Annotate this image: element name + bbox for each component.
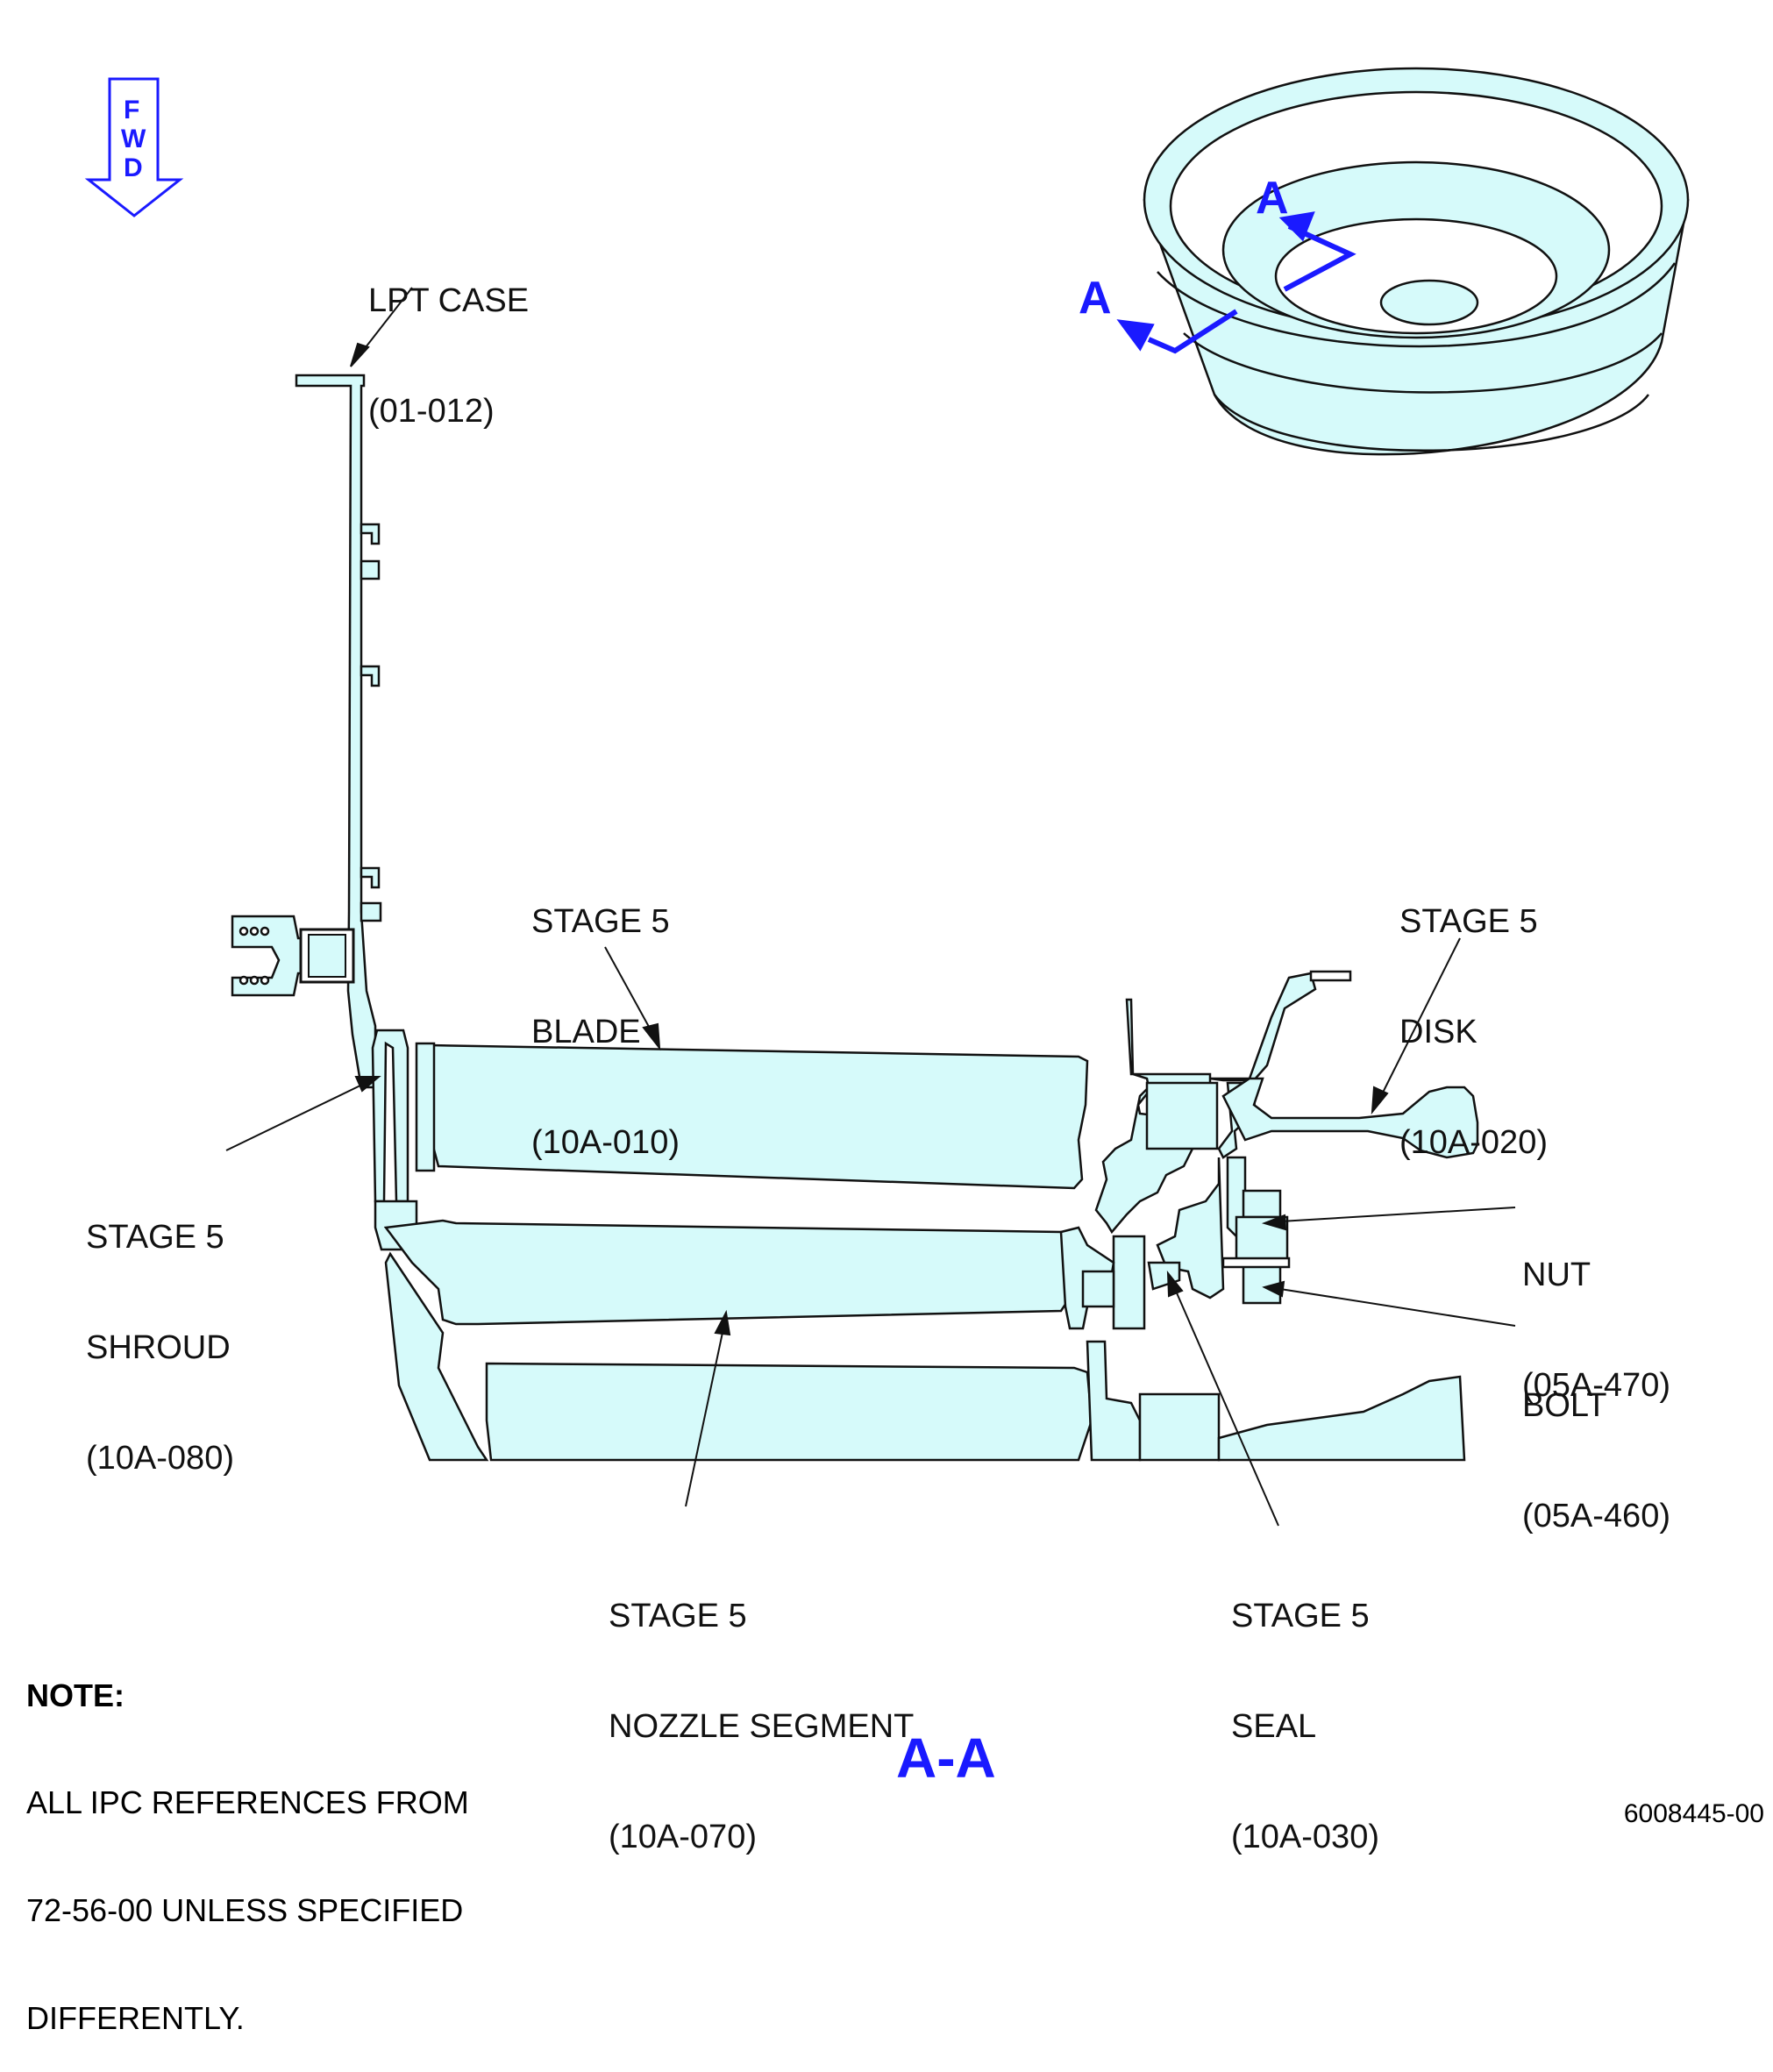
note-body: ALL IPC REFERENCES FROM 72-56-00 UNLESS … <box>26 1712 469 2072</box>
cut-marker-lower: A <box>1079 273 1112 324</box>
callout-disk-ref: (10A-020) <box>1399 1124 1548 1161</box>
callout-seal-ref: (10A-030) <box>1231 1819 1379 1855</box>
leader-lines <box>225 287 1516 1527</box>
callout-stage5-seal: STAGE 5 SEAL (10A-030) <box>1231 1524 1379 1892</box>
callout-bolt-ref: (05A-460) <box>1522 1498 1670 1534</box>
callout-stage5-nozzle-segment: STAGE 5 NOZZLE SEGMENT (10A-070) <box>609 1524 914 1892</box>
stage5-blade-part <box>415 1042 1089 1190</box>
callout-stage5-blade: STAGE 5 BLADE (10A-010) <box>531 830 680 1198</box>
callout-seal-name: SEAL <box>1231 1708 1317 1745</box>
callout-nozzle-name: NOZZLE SEGMENT <box>609 1708 915 1745</box>
callout-bolt-name: BOLT <box>1522 1387 1607 1424</box>
callout-nozzle-stage: STAGE 5 <box>609 1598 747 1634</box>
callout-blade-name: BLADE <box>531 1014 641 1050</box>
callout-nozzle-ref: (10A-070) <box>609 1819 757 1855</box>
callout-nut-name: NUT <box>1522 1257 1591 1293</box>
callout-shroud-name: SHROUD <box>86 1329 231 1366</box>
fwd-letter-d: D <box>124 153 143 182</box>
callout-blade-ref: (10A-010) <box>531 1124 680 1161</box>
callout-nut-ref: (05A-470) <box>1522 1367 1670 1404</box>
figure-number: 6008445-00 <box>1623 1799 1764 1828</box>
note-title: NOTE: <box>26 1677 125 1713</box>
stage5-shroud-part <box>371 1029 418 1251</box>
callout-stage5-disk: STAGE 5 DISK (10A-020) <box>1399 830 1548 1198</box>
callout-shroud-ref: (10A-080) <box>86 1440 234 1477</box>
nut-bolt-part <box>1221 1189 1291 1305</box>
callout-disk-stage: STAGE 5 <box>1399 903 1538 940</box>
callout-blade-stage: STAGE 5 <box>531 903 670 940</box>
callout-lpt-case: LPT CASE (01-012) <box>368 209 529 466</box>
stage5-seal-part <box>1112 1235 1181 1330</box>
callout-lpt-case-ref: (01-012) <box>368 393 495 430</box>
lower-stage-part <box>384 1251 1466 1462</box>
section-title: A-A <box>896 1727 996 1790</box>
callout-lpt-case-name: LPT CASE <box>368 282 530 319</box>
callout-bolt: BOLT (05A-460) <box>1522 1314 1670 1571</box>
fwd-letter-f: F <box>124 96 140 125</box>
callout-seal-stage: STAGE 5 <box>1231 1598 1370 1634</box>
callout-shroud-stage: STAGE 5 <box>86 1219 224 1256</box>
callout-stage5-shroud: STAGE 5 SHROUD (10A-080) <box>86 1145 234 1513</box>
case-flange-part <box>231 915 355 997</box>
section-drawing <box>84 67 1690 1527</box>
fwd-arrow-icon <box>84 77 184 217</box>
callout-disk-name: DISK <box>1399 1014 1478 1050</box>
fwd-letter-w: W <box>121 125 146 153</box>
lpt-iso-view <box>1143 67 1690 456</box>
stage5-nozzle-segment-part <box>383 1219 1115 1330</box>
note-line-3: DIFFERENTLY. <box>26 2000 245 2036</box>
cut-marker-upper: A <box>1256 173 1289 224</box>
note-line-1: ALL IPC REFERENCES FROM <box>26 1784 469 1820</box>
note-line-2: 72-56-00 UNLESS SPECIFIED <box>26 1892 464 1928</box>
callout-nut: NUT (05A-470) <box>1522 1183 1670 1441</box>
section-cut-line <box>1116 211 1356 354</box>
